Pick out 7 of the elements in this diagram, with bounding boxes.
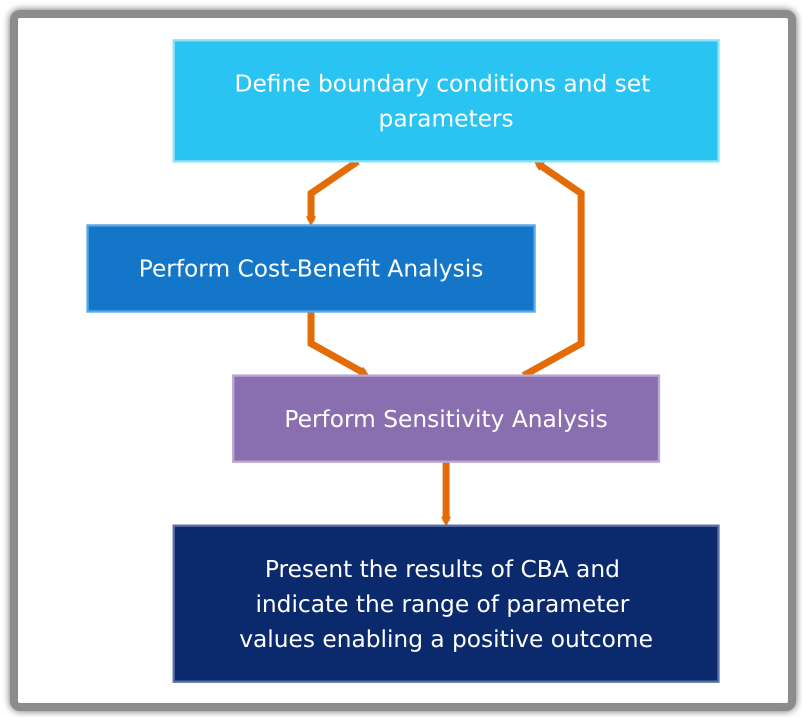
node-box [172, 524, 720, 682]
node-box [232, 374, 660, 462]
node-box [86, 224, 536, 312]
arrow [308, 311, 370, 376]
frame-border: Define boundary conditions and set parameters Perform Cost-Benefit Analysis Perform Sensitivity Analysis Present the results of CBA and indicate the range of parameter values enabling a positive outcome [10, 10, 796, 711]
arrow [440, 461, 452, 526]
node-box [172, 38, 720, 162]
